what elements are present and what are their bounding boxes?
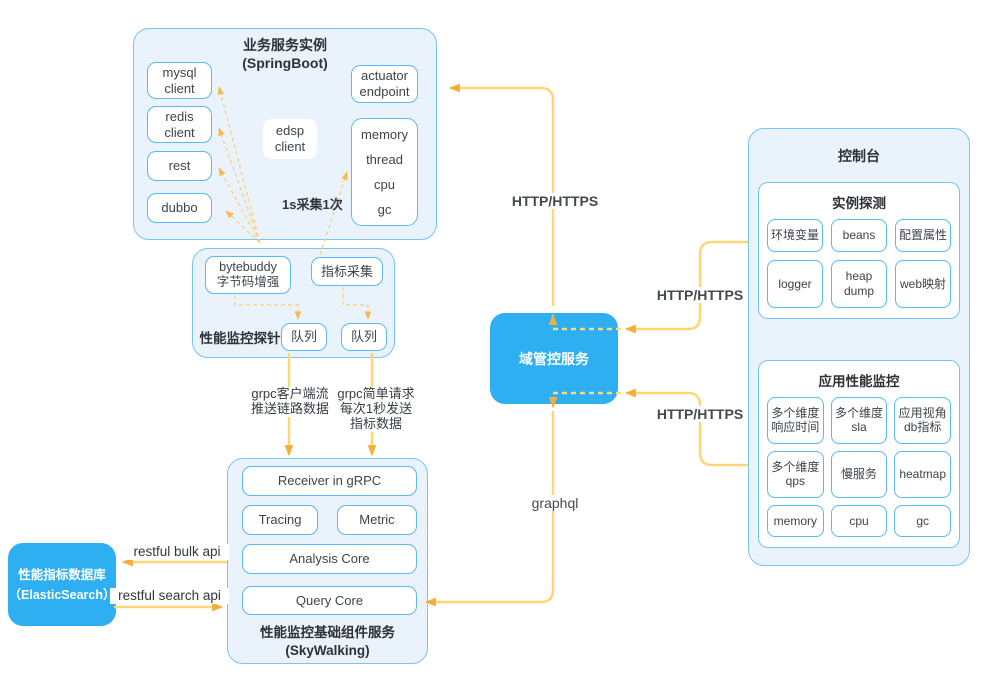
apm-item-heatmap: heatmap: [894, 450, 951, 498]
probe-item-logger: logger: [767, 260, 823, 308]
instance-probe-section: 实例探测 环境变量 beans 配置属性 logger heap dump we…: [758, 182, 960, 319]
label-restful-search: restful search api: [110, 588, 229, 604]
apm-item-response-time: 多个维度 响应时间: [767, 397, 824, 444]
queue-box-2: 队列: [341, 323, 387, 351]
queue-box-1: 队列: [281, 323, 327, 351]
sample-rate-note: 1s采集1次: [282, 197, 343, 212]
probe-item-webmap: web映射: [895, 260, 951, 308]
client-box-mysql: mysql client: [147, 62, 212, 99]
apm-title: 应用性能监控: [818, 374, 900, 389]
probe-panel-label: 性能监控探针: [199, 331, 281, 346]
skywalking-title: 性能监控基础组件服务 (SkyWalking): [260, 625, 395, 658]
metric-box: Metric: [337, 505, 417, 535]
apm-item-slow-service: 慢服务: [830, 450, 888, 498]
label-http-instance: HTTP/HTTPS: [652, 287, 748, 304]
apm-item-db-metric: 应用视角 db指标: [894, 397, 951, 444]
apm-grid: 多个维度 响应时间 多个维度 sla 应用视角 db指标 多个维度 qps 慢服…: [759, 397, 959, 547]
instance-probe-grid: 环境变量 beans 配置属性 logger heap dump web映射: [759, 219, 959, 318]
label-graphql: graphql: [520, 495, 590, 512]
metric-collector-box: 指标采集: [311, 257, 383, 286]
probe-item-env: 环境变量: [767, 219, 823, 253]
edge-console-to-domain-bottom: [624, 388, 748, 467]
apm-item-sla: 多个维度 sla: [830, 397, 888, 444]
metric-gc: gc: [377, 202, 392, 217]
client-box-rest: rest: [147, 151, 212, 181]
receiver-grpc-box: Receiver in gRPC: [242, 466, 417, 496]
apm-item-gc: gc: [894, 504, 951, 537]
instance-probe-title: 实例探测: [832, 196, 886, 211]
label-grpc-metric: grpc简单请求 每次1秒发送 指标数据: [330, 386, 422, 432]
probe-item-config: 配置属性: [895, 219, 951, 253]
metric-thread: thread: [366, 152, 403, 167]
metric-cpu: cpu: [374, 177, 395, 192]
bytebuddy-box: bytebuddy 字节码增强: [205, 256, 291, 294]
label-grpc-stream: grpc客户端流 推送链路数据: [243, 386, 337, 417]
apm-item-cpu: cpu: [830, 504, 888, 537]
springboot-panel-title: 业务服务实例 (SpringBoot): [242, 37, 328, 72]
query-core-box: Query Core: [242, 586, 417, 615]
metric-memory: memory: [361, 127, 408, 142]
edge-console-to-domain-top: [624, 240, 748, 334]
edsp-client-box: edsp client: [263, 119, 317, 159]
apm-item-memory: memory: [767, 504, 824, 537]
client-box-dubbo: dubbo: [147, 193, 212, 223]
label-restful-bulk: restful bulk api: [125, 544, 229, 560]
analysis-core-box: Analysis Core: [242, 544, 417, 574]
console-title: 控制台: [838, 148, 880, 164]
domain-service-box: 域管控服务: [490, 313, 618, 404]
tracing-box: Tracing: [242, 505, 318, 535]
jvm-metrics-box: memory thread cpu gc: [351, 118, 418, 226]
elasticsearch-box: 性能指标数据库 （ElasticSearch）: [8, 543, 116, 626]
probe-item-beans: beans: [831, 219, 887, 253]
apm-item-qps: 多个维度 qps: [767, 450, 824, 498]
apm-section: 应用性能监控 多个维度 响应时间 多个维度 sla 应用视角 db指标 多个维度…: [758, 360, 960, 548]
label-http-apm: HTTP/HTTPS: [652, 406, 748, 423]
actuator-endpoint-box: actuator endpoint: [351, 65, 418, 103]
label-http-top: HTTP/HTTPS: [501, 193, 609, 210]
client-box-redis: redis client: [147, 106, 212, 143]
probe-item-heapdump: heap dump: [831, 260, 887, 308]
